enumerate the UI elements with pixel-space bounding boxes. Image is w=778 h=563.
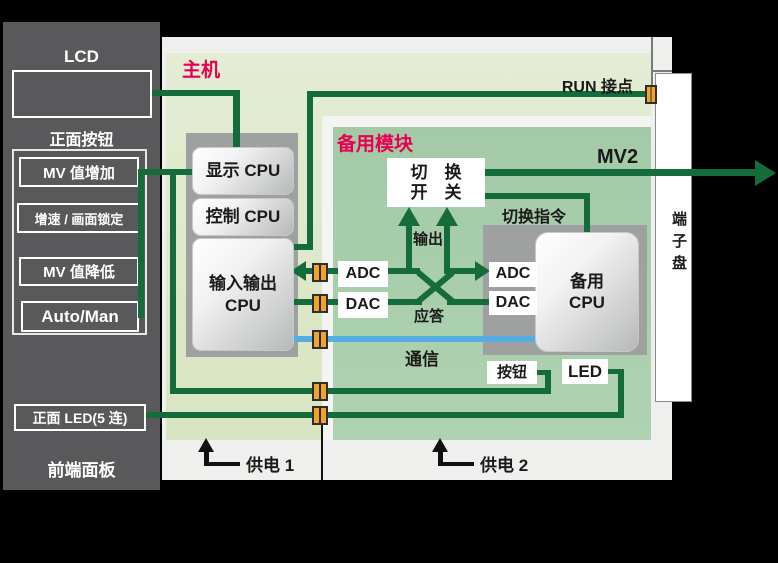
- switch-command-label: 切换指令: [502, 209, 567, 226]
- power2-arrow-shaft: [438, 450, 443, 466]
- terminal-board: [655, 73, 692, 402]
- connector-led: [312, 406, 328, 425]
- adc-arrowhead-right: [475, 261, 490, 281]
- button-signal-h: [173, 388, 551, 394]
- adc-right-box: ADC: [489, 262, 537, 287]
- control-cpu-box: 控制 CPU: [192, 198, 294, 236]
- output-arrow1-head: [398, 207, 420, 226]
- lcd-line-h: [152, 90, 240, 96]
- display-cpu-box: 显示 CPU: [192, 147, 294, 195]
- lcd-label: LCD: [64, 47, 99, 66]
- dac-line-right: [447, 299, 492, 305]
- power1-arrow-base: [204, 462, 240, 466]
- dac-left-box: DAC: [338, 292, 388, 318]
- power2-arrow-base: [438, 462, 474, 466]
- corner-divider-v: [651, 37, 653, 90]
- backup-cpu-label-1: 备用: [570, 271, 604, 291]
- backup-cpu-label-2: CPU: [569, 293, 605, 312]
- adc-line-right: [447, 268, 477, 274]
- output-label: 输出: [413, 231, 444, 248]
- connector-dac: [312, 294, 328, 313]
- button-speed-screen-lock[interactable]: 增速 / 画面锁定: [17, 203, 141, 233]
- backup-led-stub-v: [618, 369, 624, 418]
- power-feed1-label: 供电 1: [246, 456, 295, 475]
- adc-arrowhead-left: [291, 261, 306, 281]
- io-cpu-label-1: 输入输出: [209, 274, 277, 294]
- buttons-line-h: [140, 169, 195, 175]
- connector-button: [312, 382, 328, 401]
- mv2-label: MV2: [597, 146, 639, 168]
- control-cpu-label: 控制 CPU: [205, 207, 281, 227]
- lcd-screen: [12, 70, 152, 118]
- mv2-arrowhead: [755, 160, 776, 186]
- output-arrow2-head: [436, 207, 458, 226]
- connector-adc: [312, 263, 328, 282]
- response-label: 应答: [414, 308, 445, 325]
- power-feed2-label: 供电 2: [480, 456, 529, 475]
- power1-arrow-head: [198, 438, 214, 452]
- io-cpu-box: 输入输出 CPU: [192, 238, 294, 351]
- connector-comm: [312, 330, 328, 349]
- button-mv-increase[interactable]: MV 值增加: [19, 157, 139, 187]
- front-panel-label: 前端面板: [47, 461, 116, 480]
- module-split-line: [321, 424, 323, 480]
- backup-cpu-box: 备用 CPU: [535, 232, 639, 352]
- changeover-switch-line1: 切 换: [410, 162, 462, 182]
- adc-left-box: ADC: [338, 261, 388, 287]
- comm-label: 通信: [405, 350, 439, 369]
- terminal-board-label: 端子盘: [670, 211, 687, 277]
- comm-line: [290, 336, 543, 342]
- button-mv-decrease[interactable]: MV 值降低: [19, 257, 139, 286]
- backup-button-stub-h: [537, 370, 551, 375]
- backup-button-box[interactable]: 按钮: [487, 361, 537, 384]
- power2-arrow-head: [432, 438, 448, 452]
- backup-led-stub-h: [608, 369, 624, 374]
- run-contact-label: RUN 接点: [561, 79, 633, 96]
- run-stub-h: [288, 244, 313, 250]
- front-buttons-title: 正面按钮: [49, 132, 114, 149]
- display-cpu-label: 显示 CPU: [205, 161, 281, 181]
- mv2-line-h: [485, 169, 757, 176]
- main-unit-title: 主机: [182, 60, 221, 81]
- corner-divider-h: [653, 70, 672, 72]
- front-panel: LCD 正面按钮 MV 值增加 增速 / 画面锁定 MV 值降低 Auto/Ma…: [3, 22, 160, 490]
- output-arrow1-shaft: [406, 226, 412, 274]
- buttons-drop-v: [170, 169, 176, 394]
- run-line-h: [307, 91, 648, 97]
- changeover-switch-line2: 开 关: [410, 182, 462, 202]
- connector-run: [645, 85, 657, 104]
- run-line-v: [307, 91, 313, 250]
- changeover-switch-box: 切 换 开 关: [387, 158, 485, 207]
- button-auto-man[interactable]: Auto/Man: [21, 301, 139, 332]
- io-cpu-label-2: CPU: [225, 295, 261, 315]
- led-signal-h: [146, 412, 624, 418]
- switch-cmd-v: [584, 193, 590, 232]
- backup-button-stub-v: [545, 370, 551, 394]
- backup-module-title: 备用模块: [337, 134, 414, 155]
- switch-cmd-h: [485, 193, 590, 199]
- lcd-line-v: [233, 90, 240, 147]
- buttons-bus-v: [138, 169, 144, 318]
- dac-right-box: DAC: [489, 291, 537, 315]
- backup-led-box: LED: [562, 359, 608, 384]
- output-arrow2-shaft: [444, 226, 450, 274]
- power1-arrow-shaft: [204, 450, 209, 466]
- buttons-group-box: [12, 149, 147, 335]
- front-led-box: 正面 LED(5 连): [14, 404, 146, 431]
